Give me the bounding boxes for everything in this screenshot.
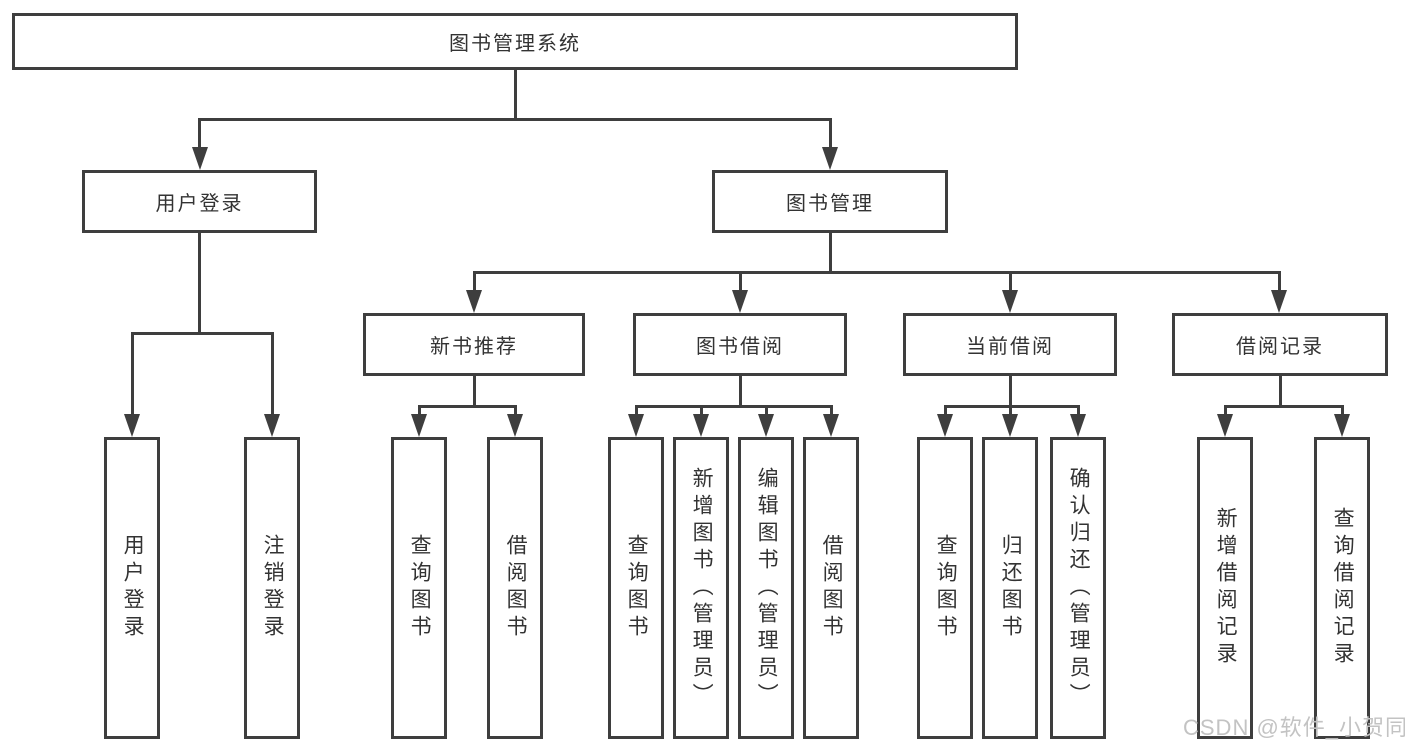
- connector-line: [738, 376, 742, 407]
- connector-line: [829, 405, 833, 417]
- connector-line: [943, 405, 1080, 408]
- connector-line: [513, 405, 517, 417]
- arrow-down-icon: [732, 290, 748, 313]
- node-borrowing-records: 借阅记录: [1172, 313, 1388, 376]
- node-label: 新增借阅记录: [1214, 507, 1238, 669]
- connector-line: [943, 405, 947, 417]
- node-label: 注销登录: [261, 534, 285, 642]
- arrow-down-icon: [693, 414, 709, 437]
- connector-line: [634, 405, 833, 408]
- arrow-down-icon: [1271, 290, 1287, 313]
- leaf-query-borrow-record: 查询借阅记录: [1314, 437, 1370, 739]
- connector-line: [513, 70, 517, 120]
- leaf-query-books-borrowing: 查询图书: [608, 437, 664, 739]
- connector-line: [1223, 405, 1227, 417]
- arrow-down-icon: [466, 290, 482, 313]
- node-label: 查询图书: [934, 534, 958, 642]
- node-label: 查询图书: [625, 534, 649, 642]
- connector-line: [198, 118, 832, 121]
- node-label: 图书管理系统: [449, 33, 581, 55]
- arrow-down-icon: [758, 414, 774, 437]
- node-label: 查询借阅记录: [1331, 507, 1355, 669]
- node-label: 用户登录: [121, 534, 145, 642]
- arrow-down-icon: [191, 147, 208, 170]
- node-label: 归还图书: [999, 534, 1023, 642]
- node-book-borrowing: 图书借阅: [633, 313, 847, 376]
- arrow-down-icon: [628, 414, 644, 437]
- leaf-confirm-return-admin: 确认归还（管理员）: [1050, 437, 1106, 739]
- connector-line: [828, 118, 832, 152]
- node-label: 借阅图书: [820, 534, 844, 642]
- leaf-borrow-books-recommend: 借阅图书: [487, 437, 543, 739]
- connector-line: [1223, 405, 1344, 408]
- connector-line: [417, 405, 517, 408]
- connector-line: [270, 332, 274, 418]
- leaf-query-books-recommend: 查询图书: [391, 437, 447, 739]
- arrow-down-icon: [937, 414, 953, 437]
- node-label: 用户登录: [155, 193, 244, 215]
- node-label: 图书管理: [786, 193, 874, 215]
- connector-line: [198, 233, 201, 334]
- connector-line: [472, 271, 1281, 274]
- arrow-down-icon: [1217, 414, 1233, 437]
- node-new-book-recommend: 新书推荐: [363, 313, 585, 376]
- leaf-borrow-books-borrowing: 借阅图书: [803, 437, 859, 739]
- arrow-down-icon: [822, 147, 838, 170]
- node-label: 新增图书（管理员）: [690, 466, 714, 710]
- connector-line: [1277, 271, 1281, 295]
- leaf-query-books-current: 查询图书: [917, 437, 973, 739]
- node-label: 图书借阅: [696, 336, 784, 358]
- arrow-down-icon: [1334, 414, 1350, 437]
- arrow-down-icon: [411, 414, 427, 437]
- connector-line: [472, 271, 476, 295]
- connector-line: [1008, 271, 1012, 295]
- connector-line: [1008, 376, 1012, 407]
- connector-line: [130, 332, 274, 335]
- leaf-add-books-admin: 新增图书（管理员）: [673, 437, 729, 739]
- connector-line: [198, 118, 201, 152]
- node-label: 编辑图书（管理员）: [755, 466, 779, 710]
- node-current-borrowing: 当前借阅: [903, 313, 1117, 376]
- connector-line: [472, 376, 476, 407]
- connector-line: [764, 405, 768, 417]
- node-label: 当前借阅: [966, 336, 1054, 358]
- node-book-management: 图书管理: [712, 170, 948, 233]
- leaf-logout: 注销登录: [244, 437, 300, 739]
- connector-line: [1076, 405, 1080, 417]
- leaf-return-books: 归还图书: [982, 437, 1038, 739]
- node-library-system: 图书管理系统: [12, 13, 1018, 70]
- connector-line: [417, 405, 421, 417]
- node-label: 借阅记录: [1236, 336, 1324, 358]
- arrow-down-icon: [507, 414, 523, 437]
- connector-line: [828, 233, 832, 273]
- arrow-down-icon: [264, 414, 280, 437]
- connector-line: [738, 271, 742, 295]
- node-label: 查询图书: [408, 534, 432, 642]
- node-label: 确认归还（管理员）: [1067, 466, 1091, 710]
- connector-line: [1008, 405, 1012, 417]
- node-user-login: 用户登录: [82, 170, 317, 233]
- node-label: 新书推荐: [430, 336, 518, 358]
- arrow-down-icon: [124, 414, 140, 437]
- leaf-edit-books-admin: 编辑图书（管理员）: [738, 437, 794, 739]
- leaf-user-login: 用户登录: [104, 437, 160, 739]
- arrow-down-icon: [1070, 414, 1086, 437]
- node-label: 借阅图书: [504, 534, 528, 642]
- connector-line: [699, 405, 703, 417]
- arrow-down-icon: [1002, 414, 1018, 437]
- connector-line: [1278, 376, 1282, 407]
- csdn-watermark: CSDN @软件_小贺同学: [1183, 715, 1405, 740]
- leaf-add-borrow-record: 新增借阅记录: [1197, 437, 1253, 739]
- arrow-down-icon: [1002, 290, 1018, 313]
- connector-line: [634, 405, 638, 417]
- arrow-down-icon: [823, 414, 839, 437]
- connector-line: [1340, 405, 1344, 417]
- connector-line: [130, 332, 134, 418]
